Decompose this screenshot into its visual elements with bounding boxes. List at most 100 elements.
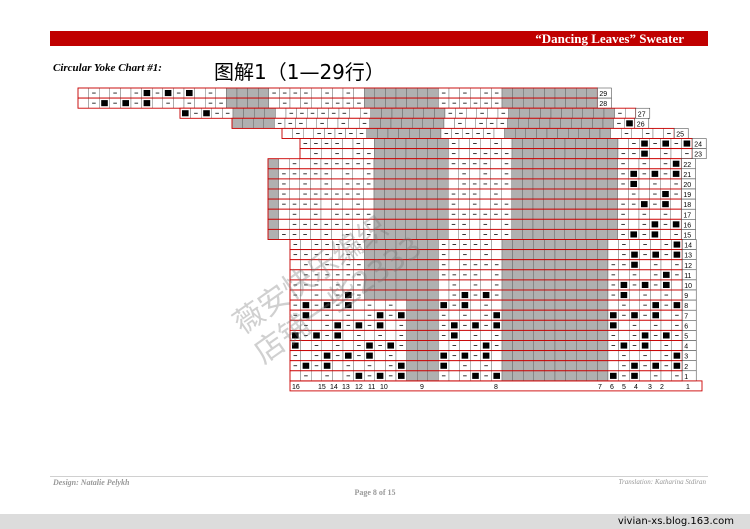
purl-block [387, 342, 394, 349]
chart-cell [448, 370, 460, 382]
chart-cell [603, 107, 615, 119]
chart-cell [438, 289, 450, 301]
chart-cell [426, 198, 438, 210]
chart-cell [264, 107, 276, 119]
chart-cell [406, 310, 418, 321]
chart-cell [427, 279, 439, 291]
chart-cell [522, 188, 534, 200]
chart-cell [427, 289, 439, 301]
chart-cell [427, 330, 439, 341]
chart-cell [607, 198, 619, 210]
chart-cell [416, 158, 428, 169]
chart-cell [544, 330, 556, 341]
chart-cell [247, 87, 259, 99]
chart-cell [617, 138, 629, 149]
column-number: 1 [686, 384, 690, 391]
chart-cell [607, 249, 619, 260]
chart-cell [413, 107, 425, 119]
purl-block [323, 302, 331, 309]
chart-cell [629, 350, 641, 361]
purl-block [292, 332, 299, 339]
chart-cell [585, 168, 597, 180]
chart-cell [565, 249, 577, 260]
chart-cell [533, 299, 545, 311]
row-number: 22 [683, 162, 691, 169]
chart-cell [564, 138, 576, 149]
footer-translation-credit: Translation: Katharina Stdiran [618, 478, 706, 486]
purl-block [376, 312, 384, 319]
chart-cell [479, 198, 491, 210]
purl-block [662, 201, 669, 208]
chart-cell [564, 158, 576, 169]
chart-cell [533, 330, 545, 341]
chart-cell [586, 249, 598, 260]
chart-cell [422, 118, 434, 129]
chart-cell [565, 87, 577, 99]
purl-block [482, 342, 490, 349]
purl-block [376, 322, 384, 329]
chart-cell [332, 360, 344, 372]
chart-cell [533, 279, 545, 291]
chart-cell [470, 360, 482, 372]
chart-cell [364, 87, 376, 99]
chart-cell [395, 198, 407, 210]
chart-cell [406, 279, 418, 291]
chart-cell [120, 87, 132, 99]
chart-cell [258, 87, 270, 99]
purl-block [482, 292, 490, 299]
chart-cell [278, 219, 290, 230]
purl-block [355, 372, 363, 379]
chart-cell [281, 128, 293, 139]
chart-cell [353, 360, 365, 372]
chart-cell [470, 310, 482, 321]
chart-cell [523, 269, 535, 281]
chart-cell [544, 340, 556, 351]
chart-cell [533, 360, 545, 372]
chart-cell [618, 320, 630, 331]
chart-cell [501, 138, 513, 149]
chart-cell [469, 168, 481, 180]
chart-cell [427, 370, 439, 382]
chart-cell [391, 107, 403, 119]
chart-cell [607, 188, 619, 200]
chart-cell [374, 360, 386, 372]
chart-cell [419, 128, 431, 139]
purl-block [641, 140, 648, 147]
blog-bar: vivian-xs.blog.163.com [0, 514, 750, 529]
chart-cell [523, 299, 535, 311]
chart-cell [466, 107, 478, 119]
purl-block [440, 352, 447, 359]
chart-cell [511, 138, 523, 149]
chart-cell [395, 299, 407, 311]
chart-cell [650, 239, 662, 250]
chart-cell [501, 310, 513, 321]
chart-cell [554, 249, 566, 260]
chart-cell [638, 188, 650, 200]
chart-cell [564, 148, 576, 159]
chart-cell [364, 97, 376, 109]
chart-cell [427, 87, 439, 99]
chart-cell [342, 138, 354, 149]
chart-cell [523, 97, 535, 109]
purl-block [334, 332, 341, 339]
chart-cell [438, 279, 450, 291]
column-number: 10 [380, 384, 388, 391]
chart-cell [576, 330, 588, 341]
chart-cell [576, 350, 588, 361]
row-number: 26 [637, 121, 645, 128]
chart-cell [518, 118, 530, 129]
chart-cell [602, 118, 614, 129]
chart-cell [543, 168, 555, 180]
chart-cell [289, 97, 301, 109]
chart-cell [300, 350, 312, 361]
chart-cell [586, 320, 598, 331]
chart-cell [353, 310, 365, 321]
chart-cell [586, 87, 598, 99]
row-number: 4 [684, 344, 688, 351]
chart-cell [373, 168, 385, 180]
chart-cell [533, 350, 545, 361]
chart-cell [523, 350, 535, 361]
chart-cell [243, 107, 255, 119]
chart-cell [417, 97, 429, 109]
chart-cell [353, 87, 365, 99]
